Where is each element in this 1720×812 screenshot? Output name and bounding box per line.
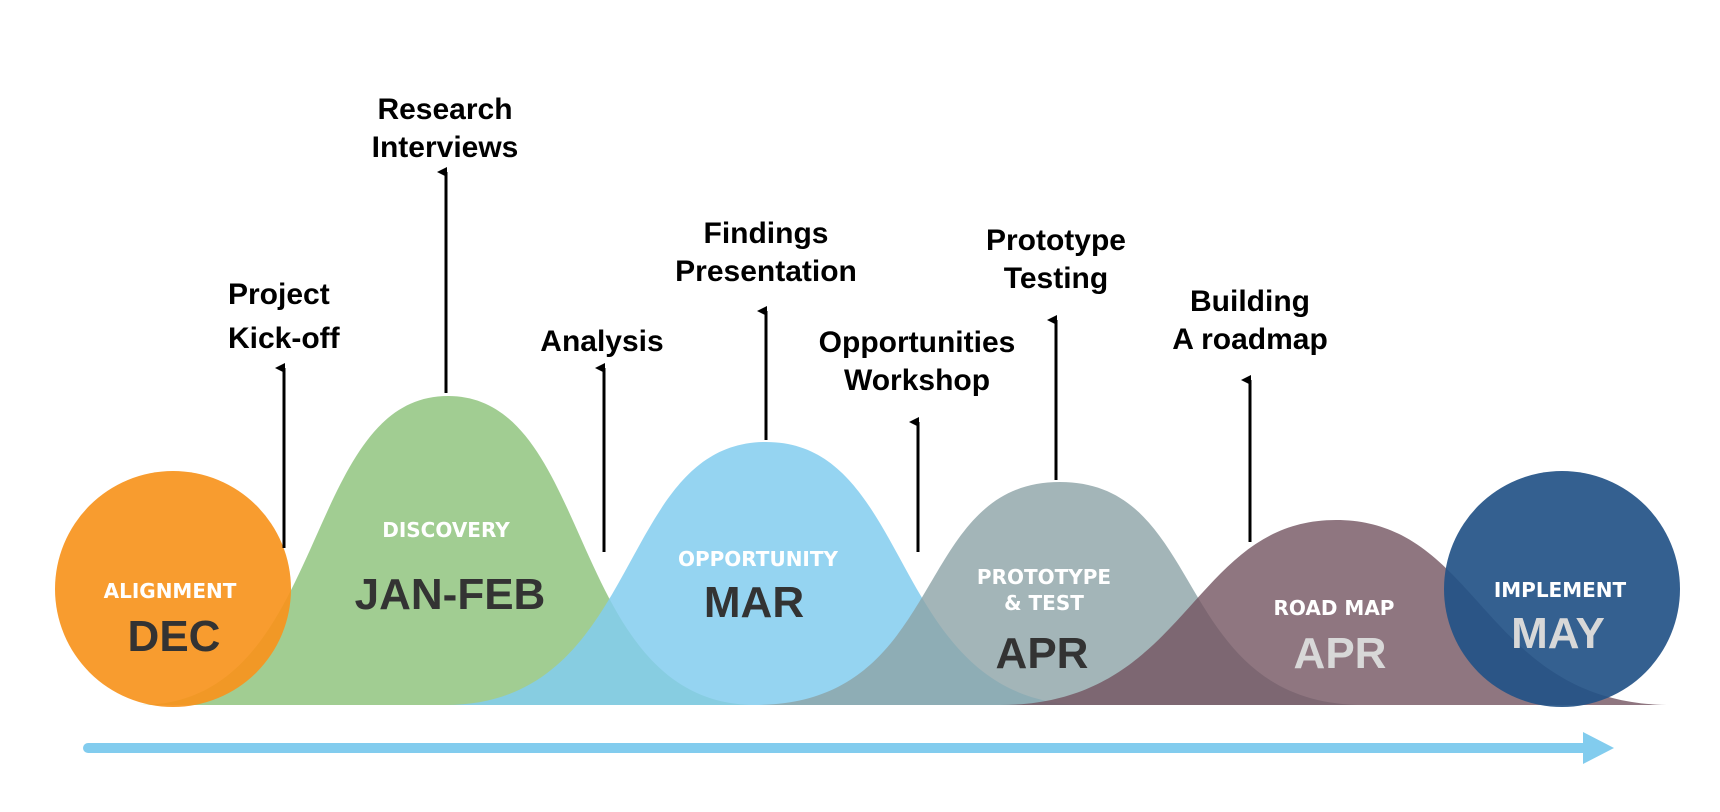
analysis-annotation: Analysis [540,325,663,358]
discovery-label: DISCOVERY [382,518,510,542]
alignment-label: ALIGNMENT [104,579,237,603]
research-annotation-line2: Interviews [372,131,519,164]
alignment-circle [55,471,291,707]
implement-circle [1444,471,1680,707]
timeline-arrow-head [1583,732,1614,764]
milestone-arrows [275,167,1252,552]
roadmap-annotation-line1: Building [1190,285,1310,318]
phase-labels: ALIGNMENT DEC DISCOVERY JAN-FEB OPPORTUN… [104,518,1627,678]
roadmap-annotation-line2: A roadmap [1172,323,1328,356]
kickoff-annotation-line1: Project [228,278,330,311]
phase-shapes [55,396,1680,707]
milestone-annotations: Project Kick-off Research Interviews Ana… [228,93,1328,397]
testing-annotation-line1: Prototype [986,224,1126,257]
roadmap-month: APR [1294,629,1387,678]
roadmap-label: ROAD MAP [1274,596,1395,620]
prototype-label-line2: & TEST [1004,591,1084,615]
implement-month: MAY [1511,609,1605,658]
findings-annotation-line2: Presentation [675,255,857,288]
kickoff-annotation-line2: Kick-off [228,322,341,355]
opportunity-month: MAR [704,578,804,627]
findings-annotation-line1: Findings [704,217,829,250]
workshop-annotation-line2: Workshop [844,364,990,397]
opportunity-label: OPPORTUNITY [678,547,839,571]
timeline-arrow [83,732,1614,764]
workshop-annotation-line1: Opportunities [819,326,1016,359]
testing-annotation-line2: Testing [1004,262,1108,295]
research-annotation-line1: Research [377,93,512,126]
prototype-month: APR [996,629,1089,678]
alignment-month: DEC [128,612,221,661]
implement-label: IMPLEMENT [1494,578,1627,602]
prototype-label-line1: PROTOTYPE [977,565,1111,589]
discovery-month: JAN-FEB [355,570,546,619]
